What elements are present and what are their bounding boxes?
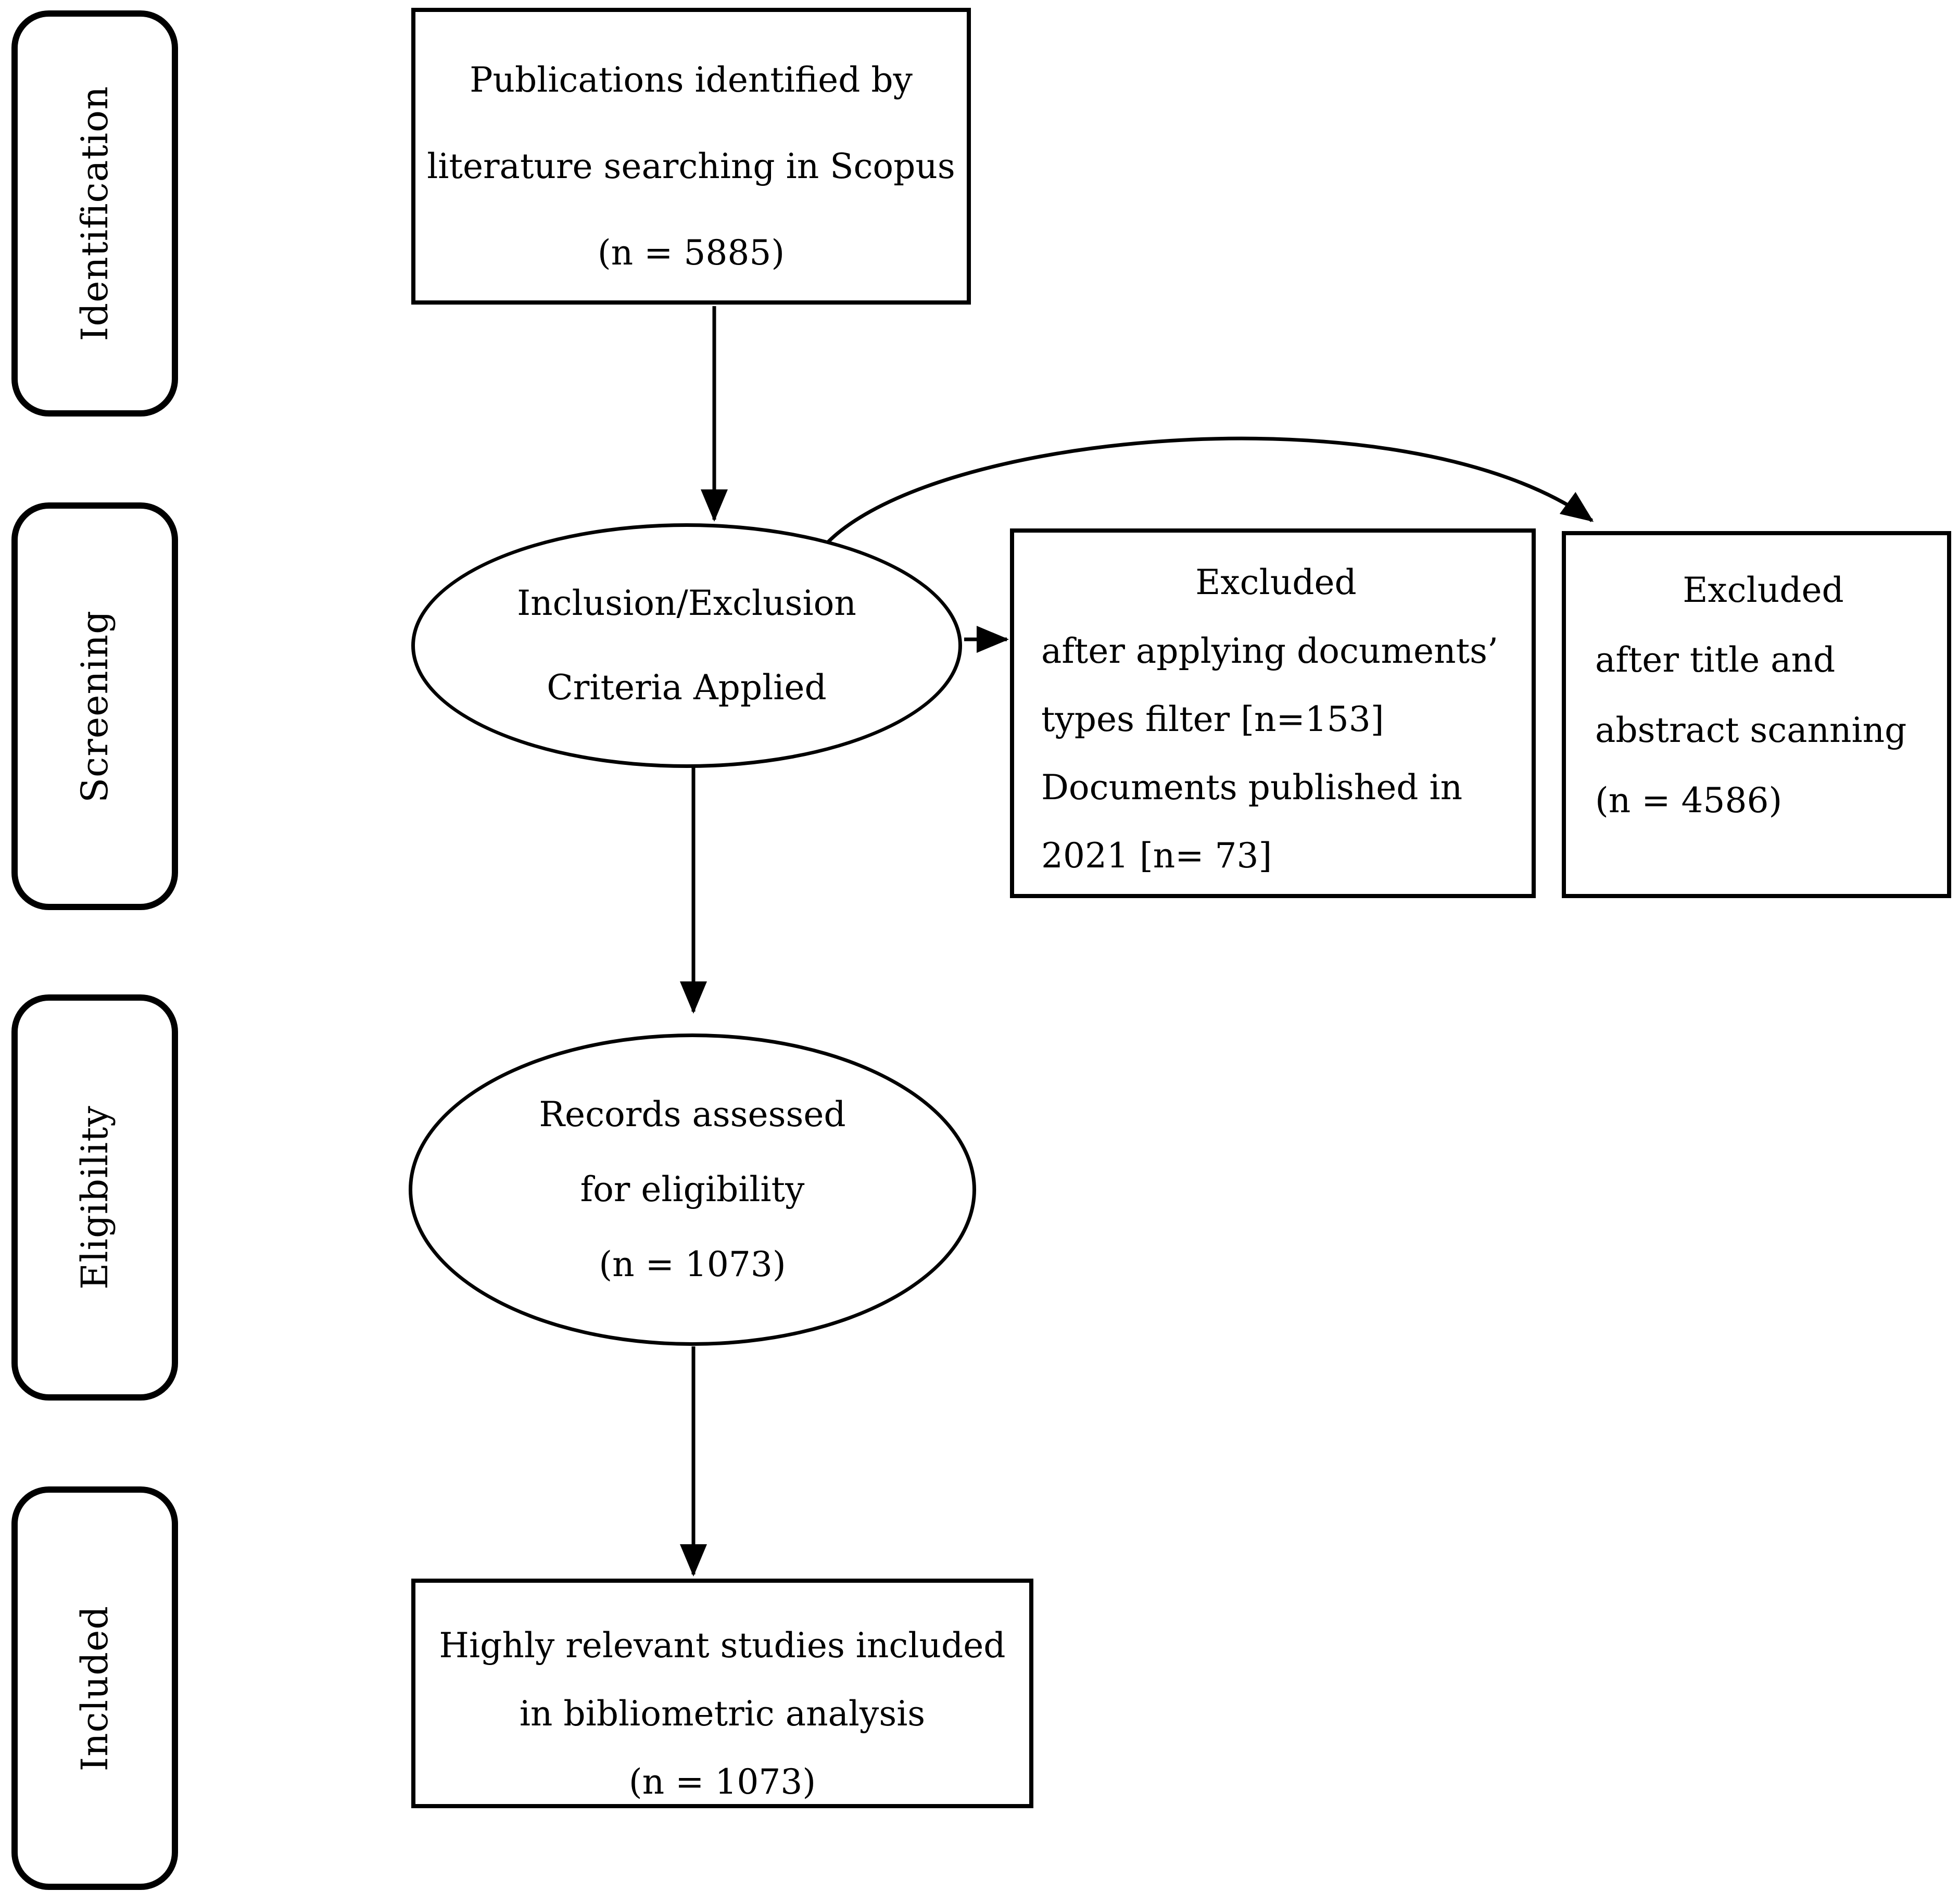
records-assessed-line: Records assessed bbox=[539, 1094, 846, 1134]
excluded-types-filter-heading: Excluded bbox=[1195, 562, 1357, 602]
included-studies-line: in bibliometric analysis bbox=[519, 1694, 926, 1734]
included-studies-line: Highly relevant studies included bbox=[439, 1625, 1006, 1666]
records-assessed-line: for eligibility bbox=[580, 1169, 805, 1209]
ellipse-inclusion-exclusion-criteria: Inclusion/Exclusion Criteria Applied bbox=[411, 523, 962, 768]
stage-eligibility-label: Eligibility bbox=[73, 1105, 117, 1290]
stage-identification-label: Identification bbox=[73, 85, 116, 342]
box-excluded-types-filter: Excluded after applying documents’ types… bbox=[1010, 528, 1536, 898]
criteria-line: Inclusion/Exclusion bbox=[517, 583, 856, 623]
stage-screening: Screening bbox=[11, 502, 178, 910]
excluded-title-abstract-line: abstract scanning bbox=[1595, 710, 1907, 750]
excluded-types-filter-line: after applying documents’ bbox=[1041, 631, 1498, 671]
publications-identified-line: literature searching in Scopus bbox=[427, 146, 955, 186]
criteria-line: Criteria Applied bbox=[547, 667, 827, 708]
stage-included-label: Included bbox=[73, 1605, 116, 1771]
excluded-title-abstract-count: (n = 4586) bbox=[1595, 780, 1783, 821]
excluded-types-filter-count: 2021 [n= 73] bbox=[1041, 836, 1272, 876]
stage-identification: Identification bbox=[11, 10, 178, 417]
stage-included: Included bbox=[11, 1486, 178, 1890]
publications-identified-count: (n = 5885) bbox=[597, 233, 785, 273]
box-included-studies: Highly relevant studies included in bibl… bbox=[411, 1579, 1033, 1808]
ellipse-records-assessed: Records assessed for eligibility (n = 10… bbox=[409, 1033, 976, 1346]
box-publications-identified: Publications identified by literature se… bbox=[411, 8, 971, 305]
publications-identified-line: Publications identified by bbox=[470, 60, 913, 100]
box-excluded-title-abstract: Excluded after title and abstract scanni… bbox=[1562, 531, 1951, 898]
excluded-types-filter-line: types filter [n=153] bbox=[1041, 699, 1384, 739]
stage-eligibility: Eligibility bbox=[11, 994, 178, 1401]
excluded-title-abstract-heading: Excluded bbox=[1683, 570, 1844, 610]
arrow-criteria-to-excluded-title-abstract bbox=[817, 436, 1594, 554]
stage-screening-label: Screening bbox=[73, 610, 116, 803]
records-assessed-count: (n = 1073) bbox=[599, 1244, 786, 1284]
excluded-types-filter-line: Documents published in bbox=[1041, 767, 1463, 808]
excluded-title-abstract-line: after title and bbox=[1595, 640, 1836, 680]
included-studies-count: (n = 1073) bbox=[628, 1762, 816, 1802]
